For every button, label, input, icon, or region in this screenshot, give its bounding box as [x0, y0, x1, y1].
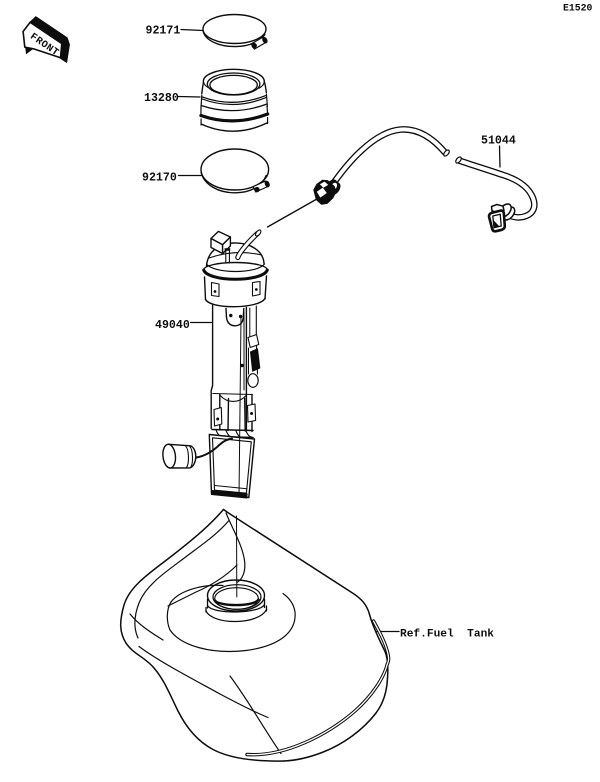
- svg-text:92170: 92170: [142, 172, 177, 185]
- svg-text:49040: 49040: [155, 319, 190, 332]
- svg-text:E1520: E1520: [563, 3, 593, 14]
- svg-text:92171: 92171: [146, 25, 181, 38]
- svg-text:Ref.Fuel Tank: Ref.Fuel Tank: [400, 629, 494, 641]
- svg-text:13280: 13280: [144, 92, 179, 105]
- svg-text:51044: 51044: [481, 135, 516, 148]
